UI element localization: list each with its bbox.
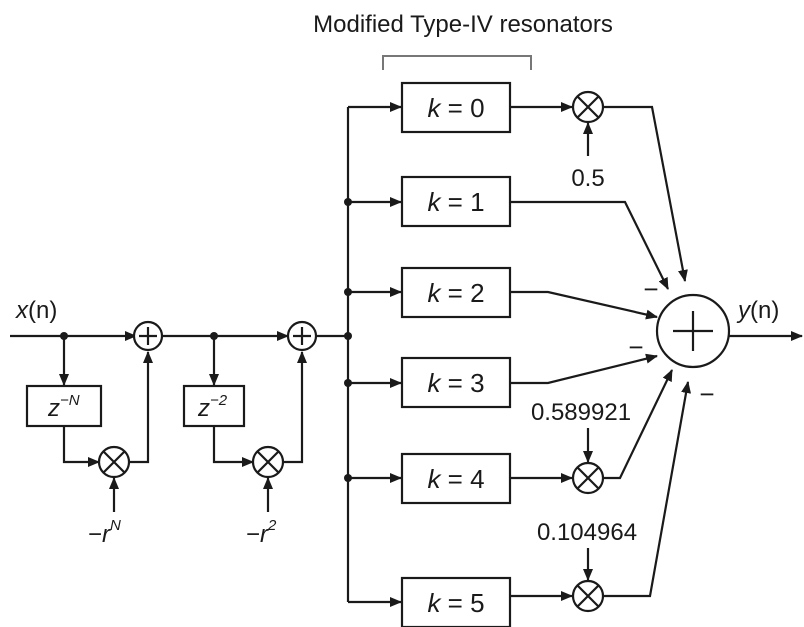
comb1-delay-out-wire	[62, 426, 100, 467]
resonator-label-k0: k = 0	[427, 93, 484, 123]
resonator-box-k3	[400, 356, 512, 409]
delay-box-1	[25, 384, 103, 428]
gain-label-comb2: −r2	[246, 517, 277, 548]
input-label: x(n)	[15, 297, 57, 324]
summing-plus-symbol	[673, 311, 713, 351]
resonator-box-k2	[400, 266, 512, 319]
output-label: y(n)	[736, 297, 779, 324]
gain-label-comb1: −rN	[88, 517, 121, 548]
sign-k3: −	[628, 332, 643, 362]
resonator-label-k1: k = 1	[427, 187, 484, 217]
resonator-group-bracket	[382, 55, 532, 70]
sum-input-k3	[510, 353, 658, 385]
resonator-box-k0	[400, 81, 512, 134]
plus-symbol-comb2	[293, 327, 311, 345]
sum-input-k2	[510, 290, 658, 320]
gain-label-k5: 0.104964	[537, 519, 637, 546]
comb2-feedback-wire	[283, 351, 307, 464]
resonator-label-k5: k = 5	[427, 588, 484, 618]
multiply-symbol-k5	[576, 584, 600, 608]
comb1-feedback-wire	[129, 351, 153, 464]
multiply-symbol-k0	[576, 95, 600, 119]
delay-label-1: z−N	[47, 392, 80, 422]
diagram-title: Modified Type-IV resonators	[313, 11, 613, 38]
sum-input-k1	[510, 200, 669, 290]
resonator-label-k4: k = 4	[427, 464, 484, 494]
resonator-box-k4	[400, 452, 512, 505]
multiply-symbol-comb2	[256, 450, 280, 474]
sum-input-k4	[603, 369, 673, 480]
sum-input-k0	[603, 105, 688, 282]
sign-k2: −	[643, 274, 658, 304]
resonator-box-k1	[400, 175, 512, 228]
gain-label-k4: 0.589921	[531, 399, 631, 426]
comb2-delay-out-wire	[212, 426, 254, 467]
bus-node	[344, 332, 352, 340]
plus-symbol-comb1	[139, 327, 157, 345]
sum-input-k5	[603, 381, 691, 598]
delay-label-2: z−2	[197, 392, 228, 422]
resonator-label-k2: k = 2	[427, 278, 484, 308]
multiply-symbol-comb1	[102, 450, 126, 474]
sign-k4: −	[699, 379, 714, 409]
multiply-symbol-k4	[576, 466, 600, 490]
gain-label-k0: 0.5	[571, 165, 604, 192]
resonator-box-k5	[400, 576, 512, 627]
resonator-label-k3: k = 3	[427, 368, 484, 398]
